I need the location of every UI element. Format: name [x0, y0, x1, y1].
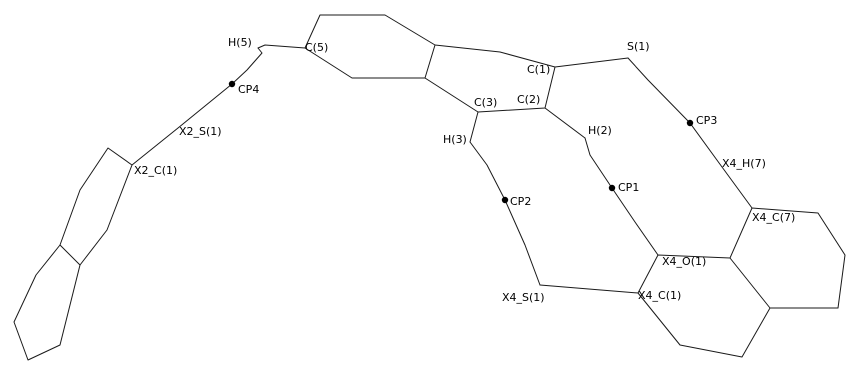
label-cp4: CP4	[238, 83, 259, 96]
x4s1-x4c1-bond	[539, 284, 639, 294]
label-h3: H(3)	[443, 133, 467, 146]
bond-lines	[13, 14, 846, 361]
h5-cp4-path	[131, 47, 263, 166]
label-c3: C(3)	[474, 96, 497, 109]
label-x4-c7: X4_C(7)	[752, 211, 795, 224]
critical-points	[228, 80, 694, 204]
label-cp1: CP1	[618, 181, 639, 194]
label-s1: S(1)	[627, 40, 650, 53]
label-cp3: CP3	[696, 114, 717, 127]
s1-cp3-path	[627, 57, 753, 209]
h2-cp1-path	[584, 137, 659, 256]
label-x2-c1: X2_C(1)	[134, 164, 177, 177]
label-c1: C(1)	[527, 63, 550, 76]
c3-h3-bond	[469, 111, 479, 143]
label-c2: C(2)	[517, 93, 540, 106]
right-ring	[729, 207, 846, 309]
h5-c5-bond	[257, 44, 306, 49]
label-x4-c1: X4_C(1)	[638, 289, 681, 302]
cp3-dot	[686, 119, 694, 127]
label-h5: H(5)	[228, 36, 252, 49]
c2-h2-bond	[544, 107, 586, 139]
label-c5: C(5)	[305, 41, 328, 54]
cp4-dot	[228, 80, 236, 88]
label-x4-o1: X4_O(1)	[662, 255, 706, 268]
label-cp2: CP2	[510, 195, 531, 208]
lower-ring	[637, 254, 771, 358]
left-ring-upper	[59, 147, 133, 266]
cp2-dot	[501, 196, 509, 204]
left-ring-lower	[13, 244, 81, 361]
label-x4-s1: X4_S(1)	[502, 291, 545, 304]
h3-cp2-path	[469, 141, 541, 286]
atom-labels: H(5) C(5) CP4 X2_S(1) X2_C(1) S(1) C(1) …	[134, 36, 795, 304]
label-h2: H(2)	[588, 124, 612, 137]
label-x2-s1: X2_S(1)	[179, 125, 222, 138]
fused-ring	[424, 44, 556, 113]
label-x4-h7: X4_H(7)	[722, 157, 766, 170]
cp1-dot	[608, 184, 616, 192]
c1-s1-bond	[554, 57, 629, 68]
